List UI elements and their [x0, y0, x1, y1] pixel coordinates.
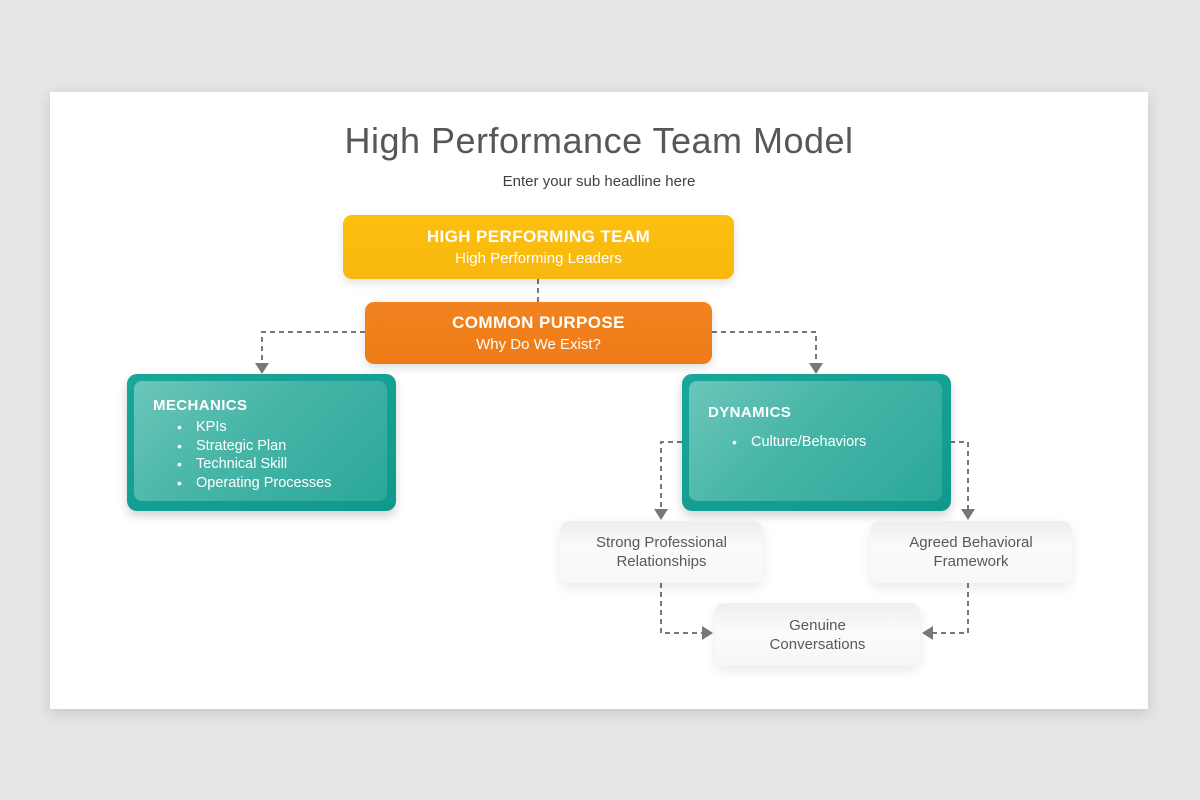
node-common-purpose-subtitle: Why Do We Exist?	[476, 336, 601, 353]
node-dynamics: DYNAMICS Culture/Behaviors	[682, 374, 951, 511]
node-mechanics-title: MECHANICS	[153, 397, 248, 414]
connector-framework-to-conversations	[933, 583, 969, 634]
connector-dynamics-to-framework	[950, 441, 969, 510]
node-genuine-conversations: Genuine Conversations	[715, 603, 920, 666]
dynamics-list: Culture/Behaviors	[708, 433, 932, 452]
connector-purpose-to-mechanics	[261, 331, 365, 364]
node-dynamics-panel: DYNAMICS Culture/Behaviors	[689, 381, 942, 501]
node-high-performing-team-subtitle: High Performing Leaders	[455, 250, 622, 267]
node-mechanics-panel: MECHANICS KPIs Strategic Plan Technical …	[134, 381, 387, 501]
mechanics-item: Strategic Plan	[153, 437, 377, 456]
mechanics-item: Operating Processes	[153, 474, 377, 493]
node-common-purpose-title: COMMON PURPOSE	[452, 313, 625, 332]
page-title: High Performance Team Model	[344, 120, 854, 161]
connector-purpose-to-dynamics	[712, 331, 817, 364]
arrowhead-conversations-right	[922, 626, 933, 640]
arrowhead-dynamics	[809, 363, 823, 374]
mechanics-list: KPIs Strategic Plan Technical Skill Oper…	[153, 418, 377, 492]
mechanics-item: KPIs	[153, 418, 377, 437]
node-genuine-conversations-label: Genuine Conversations	[769, 616, 866, 653]
node-common-purpose: COMMON PURPOSE Why Do We Exist?	[365, 302, 712, 364]
connector-relationships-to-conversations	[660, 583, 702, 634]
dynamics-item: Culture/Behaviors	[708, 433, 932, 452]
arrowhead-framework	[961, 509, 975, 520]
node-strong-professional-relationships-label: Strong Professional Relationships	[596, 534, 727, 570]
node-agreed-behavioral-framework: Agreed Behavioral Framework	[870, 521, 1072, 583]
mechanics-item: Technical Skill	[153, 455, 377, 474]
node-agreed-behavioral-framework-label: Agreed Behavioral Framework	[909, 534, 1033, 570]
page-subtitle: Enter your sub headline here	[502, 173, 696, 190]
arrowhead-mechanics	[255, 363, 269, 374]
node-strong-professional-relationships: Strong Professional Relationships	[560, 521, 763, 583]
slide-canvas: High Performance Team Model Enter your s…	[50, 92, 1148, 709]
arrowhead-conversations-left	[702, 626, 713, 640]
node-high-performing-team: HIGH PERFORMING TEAM High Performing Lea…	[343, 215, 734, 279]
node-high-performing-team-title: HIGH PERFORMING TEAM	[426, 227, 651, 246]
node-mechanics: MECHANICS KPIs Strategic Plan Technical …	[127, 374, 396, 511]
arrowhead-relationships	[654, 509, 668, 520]
connector-dynamics-to-relationships	[660, 441, 682, 510]
node-dynamics-title: DYNAMICS	[708, 404, 792, 421]
